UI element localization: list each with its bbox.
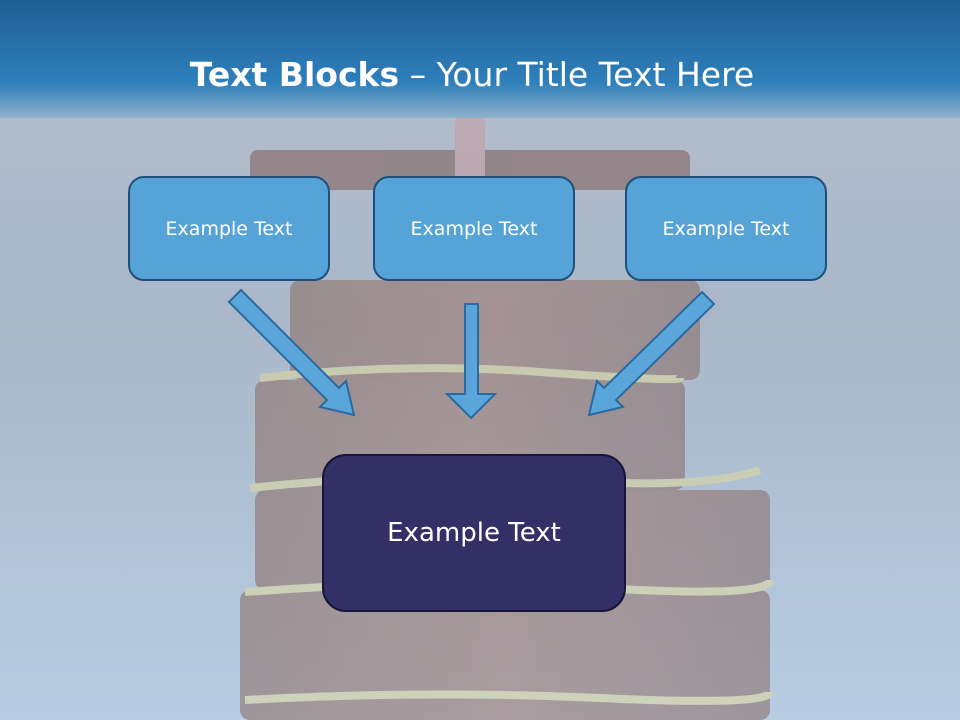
text-block-right[interactable]: Example Text xyxy=(625,176,827,281)
arrow-left[interactable] xyxy=(227,288,356,417)
arrow-middle[interactable] xyxy=(444,303,498,420)
text-block-left[interactable]: Example Text xyxy=(128,176,330,281)
center-text-block[interactable]: Example Text xyxy=(322,454,626,612)
center-text-block-label: Example Text xyxy=(387,518,561,548)
text-block-left-label: Example Text xyxy=(165,217,293,240)
slide-title: Text Blocks – Your Title Text Here xyxy=(0,52,944,98)
arrow-right[interactable] xyxy=(587,290,716,417)
title-rest-text: Your Title Text Here xyxy=(436,55,755,94)
title-separator: – xyxy=(399,55,437,94)
text-block-middle-label: Example Text xyxy=(410,217,538,240)
text-block-right-label: Example Text xyxy=(662,217,790,240)
text-block-middle[interactable]: Example Text xyxy=(373,176,575,281)
title-bold-text: Text Blocks xyxy=(189,55,400,94)
title-bar xyxy=(0,0,960,118)
